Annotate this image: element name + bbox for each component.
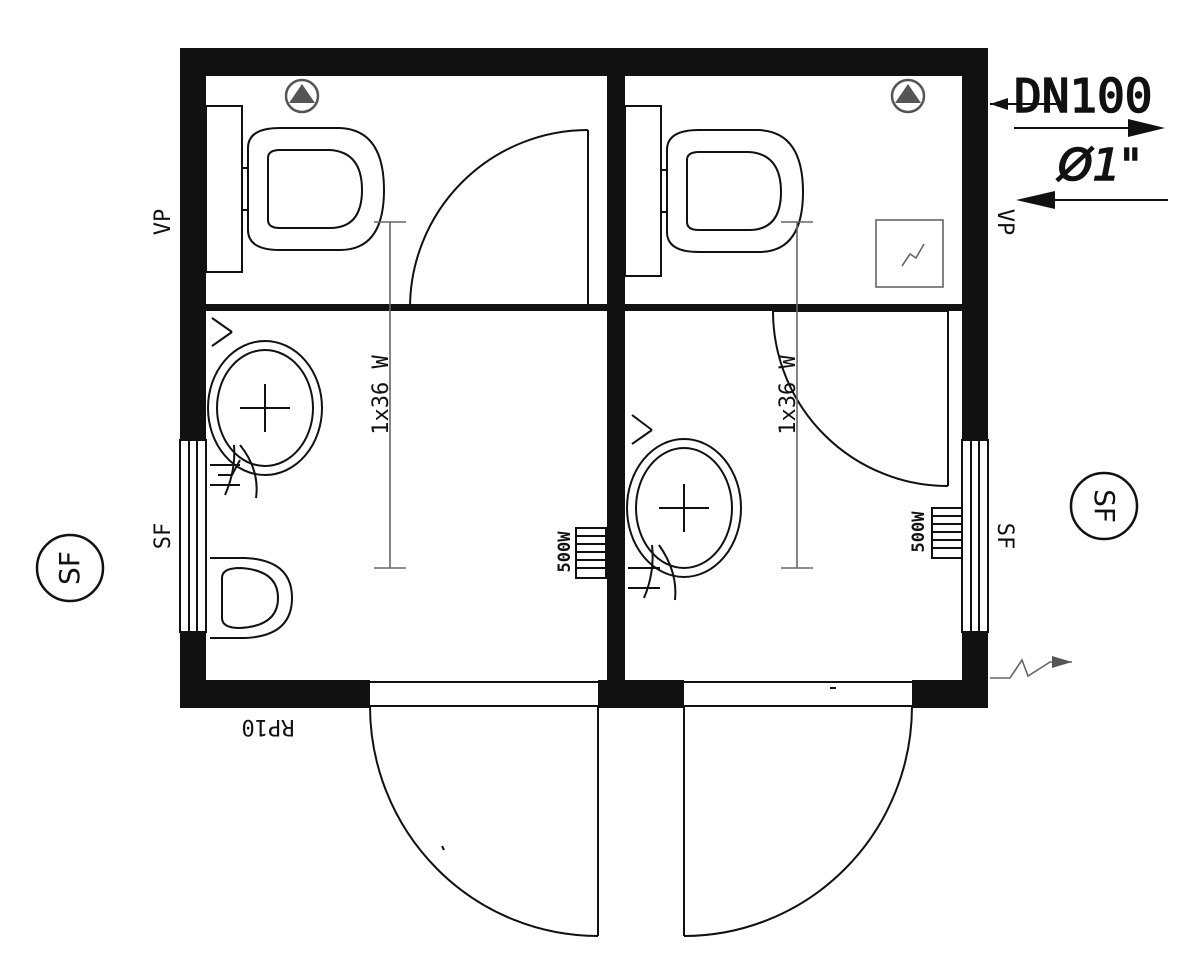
- wc-door-left: [409, 129, 589, 309]
- heater-label-left: 500W: [555, 531, 575, 573]
- sf-label-right-wall: SF: [992, 523, 1017, 550]
- wall-bottom-right: [912, 680, 988, 708]
- wall-right-upper: [962, 48, 988, 440]
- walls: [180, 48, 988, 708]
- partition-right: [625, 304, 962, 311]
- tick-mark: [441, 845, 445, 851]
- heater-right: [931, 507, 963, 559]
- light-fixture-right: [781, 221, 813, 569]
- urinal-left: [210, 557, 294, 639]
- toilet-right: [624, 105, 805, 277]
- window-right: [961, 439, 989, 633]
- window-left: [179, 439, 207, 633]
- wall-left-upper: [180, 48, 206, 440]
- vp-label-right: VP: [992, 209, 1017, 236]
- pipe-water-label: Ø1": [1056, 140, 1141, 191]
- pipe-drain-label: DN100: [1014, 69, 1152, 123]
- sf-tag-left: SF: [35, 533, 105, 603]
- panel-label: RP10: [242, 714, 295, 739]
- vp-label-left: VP: [151, 209, 176, 236]
- electric-feed-arrow: [990, 656, 1072, 679]
- sink-right: [626, 414, 742, 601]
- drain-symbol-right: [890, 78, 926, 114]
- entry-door-left: [369, 681, 599, 937]
- heater-left: [575, 527, 607, 579]
- light-fixture-left: [374, 221, 406, 569]
- partition-left: [206, 304, 607, 311]
- wc-door-right: [772, 310, 949, 487]
- arrow-right-icon: [1128, 119, 1165, 137]
- sink-left: [207, 317, 323, 499]
- pipe-annotations: DN100 Ø1": [990, 68, 1168, 209]
- sf-tag-left-text: SF: [53, 551, 86, 585]
- arrow-left-icon: [1016, 191, 1055, 209]
- toilet-left: [205, 105, 386, 273]
- electric-panel-icon: [875, 219, 944, 288]
- sf-label-left-wall: SF: [151, 523, 176, 550]
- heater-label-right: 500W: [909, 511, 929, 553]
- sf-tag-right: SF: [1069, 471, 1139, 541]
- arrow-left-small: [990, 98, 1008, 110]
- light-label-right: 1x36 W: [776, 355, 801, 435]
- light-label-left: 1x36 W: [369, 355, 394, 435]
- wall-top: [180, 48, 988, 76]
- entry-door-right: [683, 681, 913, 937]
- wall-bottom-left: [180, 680, 370, 708]
- sf-tag-right-text: SF: [1088, 489, 1121, 523]
- wall-center-divider: [607, 48, 625, 708]
- drain-symbol-left: [284, 78, 320, 114]
